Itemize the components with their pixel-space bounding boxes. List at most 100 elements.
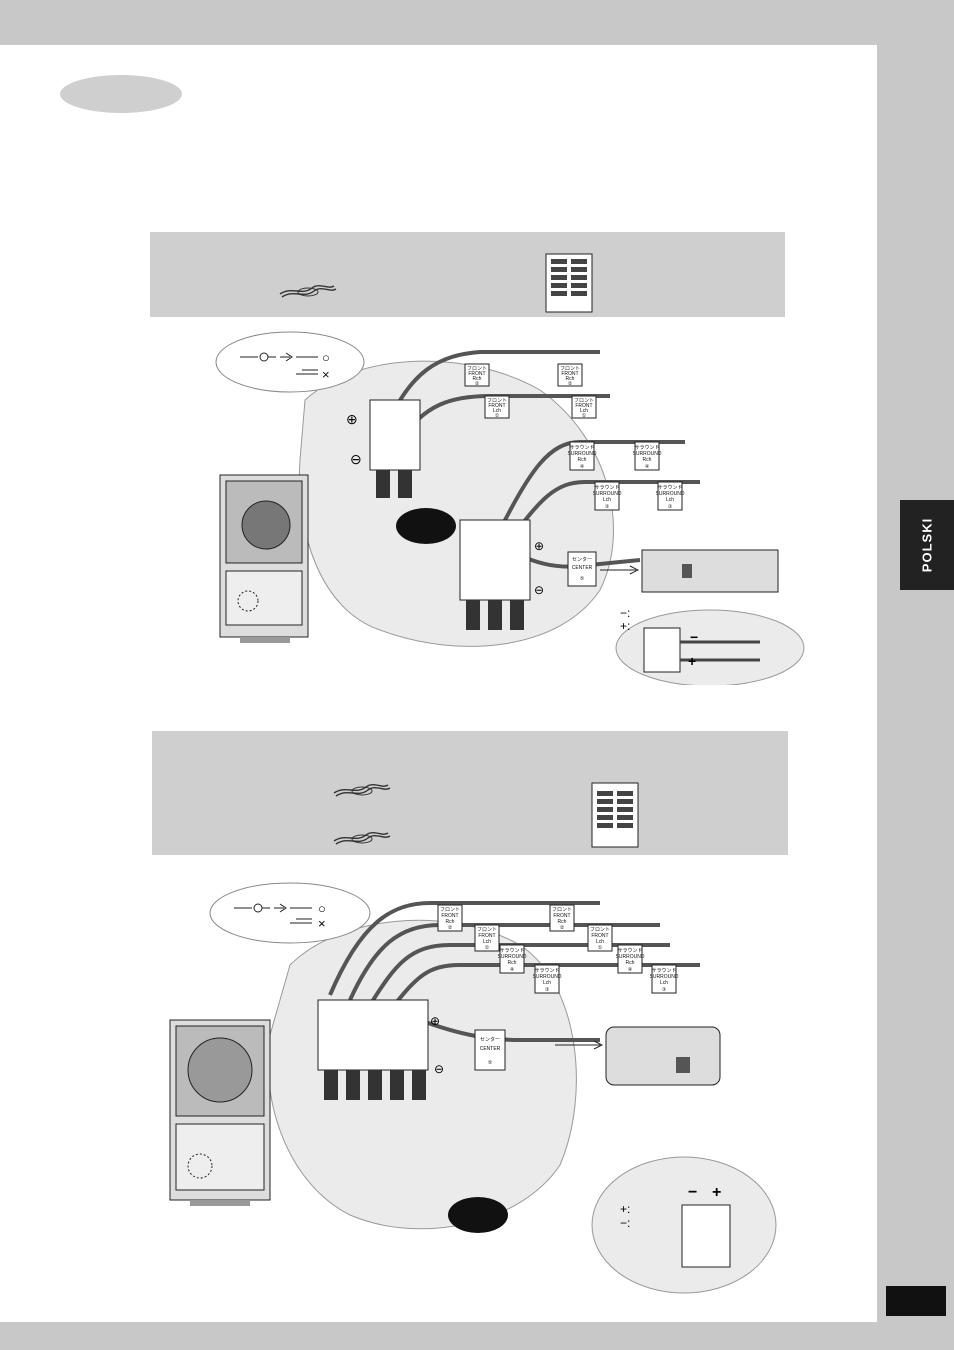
- svg-text:①: ①: [582, 413, 587, 419]
- legend-plus: +:: [620, 619, 630, 633]
- tag-front-lch: フロント FRONT Lch ①: [474, 924, 500, 952]
- speaker-cable-icon-2: [333, 832, 391, 845]
- tag-front-lch-b: フロント FRONT Lch ①: [571, 395, 597, 419]
- terminal-block-front: [369, 399, 421, 498]
- center-speaker: [605, 1026, 721, 1086]
- tag-front-rch: フロント FRONT Rch ②: [464, 363, 490, 387]
- svg-text:サラウンド: サラウンド: [569, 444, 594, 451]
- svg-text:サラウンド: サラウンド: [657, 484, 682, 491]
- speaker-cable-icon: [333, 784, 391, 797]
- tag-front-rch: フロント FRONT Rch ②: [437, 904, 463, 932]
- svg-text:③: ③: [668, 504, 673, 510]
- svg-text:サラウンド: サラウンド: [499, 947, 524, 954]
- minus-symbol: ⊖: [350, 451, 362, 467]
- minus-symbol: ⊖: [434, 1062, 444, 1076]
- connection-diagram-1: ○ × フロント FRONT Rch ② フロント FRONT Rch ② フロ…: [215, 331, 805, 685]
- svg-text:Lch: Lch: [493, 408, 501, 414]
- legend-plus: +:: [620, 1202, 630, 1216]
- svg-text:②: ②: [568, 381, 573, 387]
- plus-symbol: ⊕: [430, 1014, 440, 1028]
- svg-text:センター: センター: [480, 1036, 500, 1043]
- subwoofer-unit: [219, 474, 309, 643]
- tag-surround-rch: サラウンド SURROUND Rch ④: [568, 441, 597, 471]
- svg-text:FRONT: FRONT: [468, 371, 485, 377]
- svg-text:①: ①: [485, 945, 490, 951]
- svg-text:フロント: フロント: [477, 927, 497, 933]
- svg-text:CENTER: CENTER: [480, 1046, 501, 1052]
- tag-center: センター CENTER ⑤: [567, 551, 597, 587]
- svg-text:SURROUND: SURROUND: [633, 451, 662, 457]
- svg-text:SURROUND: SURROUND: [616, 954, 645, 960]
- svg-text:サラウンド: サラウンド: [651, 967, 676, 974]
- wire-plus: +: [712, 1184, 721, 1201]
- hint-bubble: [209, 882, 371, 944]
- svg-text:SURROUND: SURROUND: [568, 451, 597, 457]
- svg-text:センター: センター: [572, 556, 592, 563]
- svg-text:②: ②: [448, 925, 453, 931]
- bad-mark: ×: [318, 916, 326, 931]
- svg-text:サラウンド: サラウンド: [534, 967, 559, 974]
- svg-text:Lch: Lch: [603, 497, 611, 503]
- tag-surround-lch: サラウンド SURROUND Lch ③: [593, 481, 622, 511]
- language-tab: POLSKI: [900, 500, 954, 590]
- svg-text:④: ④: [645, 464, 650, 470]
- svg-text:SURROUND: SURROUND: [656, 491, 685, 497]
- svg-text:FRONT: FRONT: [575, 403, 592, 409]
- page-frame-right: [877, 0, 954, 1350]
- svg-text:③: ③: [605, 504, 610, 510]
- svg-text:SURROUND: SURROUND: [498, 954, 527, 960]
- svg-text:④: ④: [580, 464, 585, 470]
- svg-text:Lch: Lch: [543, 980, 551, 986]
- bad-mark: ×: [322, 367, 330, 382]
- svg-text:フロント: フロント: [560, 366, 580, 372]
- accessory-panel-2: [152, 731, 788, 855]
- svg-text:③: ③: [545, 987, 550, 993]
- sticker-sheet-icon: [545, 253, 593, 313]
- svg-text:サラウンド: サラウンド: [617, 947, 642, 954]
- magnifier-bubble: [298, 360, 614, 647]
- svg-text:②: ②: [475, 381, 480, 387]
- svg-text:①: ①: [598, 945, 603, 951]
- terminal-detail: [643, 627, 681, 673]
- svg-text:⑤: ⑤: [580, 576, 585, 582]
- svg-text:SURROUND: SURROUND: [650, 974, 679, 980]
- svg-text:Rch: Rch: [558, 919, 567, 925]
- tag-front-lch: フロント FRONT Lch ①: [484, 395, 510, 419]
- svg-text:フロント: フロント: [552, 907, 572, 913]
- step-badge: [396, 508, 456, 544]
- plus-symbol: ⊕: [346, 411, 358, 427]
- tag-front-lch-b: フロント FRONT Lch ①: [587, 924, 613, 952]
- svg-text:フロント: フロント: [487, 398, 507, 404]
- svg-text:FRONT: FRONT: [488, 403, 505, 409]
- step-badge: [448, 1197, 508, 1233]
- svg-text:フロント: フロント: [440, 907, 460, 913]
- svg-text:FRONT: FRONT: [591, 933, 608, 939]
- speaker-cable-icon: [279, 285, 337, 298]
- svg-text:フロント: フロント: [574, 398, 594, 404]
- svg-text:Rch: Rch: [508, 960, 517, 966]
- tag-surround-rch-b: サラウンド SURROUND Rch ④: [633, 441, 662, 471]
- tag-front-rch-b: フロント FRONT Rch ②: [557, 363, 583, 387]
- subwoofer-unit: [169, 1019, 271, 1206]
- hint-bubble: [215, 331, 365, 393]
- svg-text:③: ③: [662, 987, 667, 993]
- terminal-detail: [681, 1204, 731, 1268]
- svg-text:Rch: Rch: [566, 376, 575, 382]
- page-frame-bottom: [0, 1322, 954, 1350]
- tag-surround-lch-b: サラウンド SURROUND Lch ③: [656, 481, 685, 511]
- good-mark: ○: [322, 350, 330, 365]
- svg-text:Lch: Lch: [580, 408, 588, 414]
- legend-minus: −:: [620, 606, 630, 620]
- svg-text:②: ②: [560, 925, 565, 931]
- page-frame-top: [0, 0, 954, 45]
- svg-text:SURROUND: SURROUND: [533, 974, 562, 980]
- accessory-panel-1: [150, 232, 785, 317]
- plus-symbol-2: ⊕: [534, 539, 544, 553]
- svg-text:FRONT: FRONT: [561, 371, 578, 377]
- sticker-sheet-icon: [591, 782, 639, 848]
- svg-text:サラウンド: サラウンド: [634, 444, 659, 451]
- legend-minus: −:: [620, 1216, 630, 1230]
- svg-text:④: ④: [510, 967, 515, 973]
- good-mark: ○: [318, 901, 326, 916]
- svg-text:Lch: Lch: [666, 497, 674, 503]
